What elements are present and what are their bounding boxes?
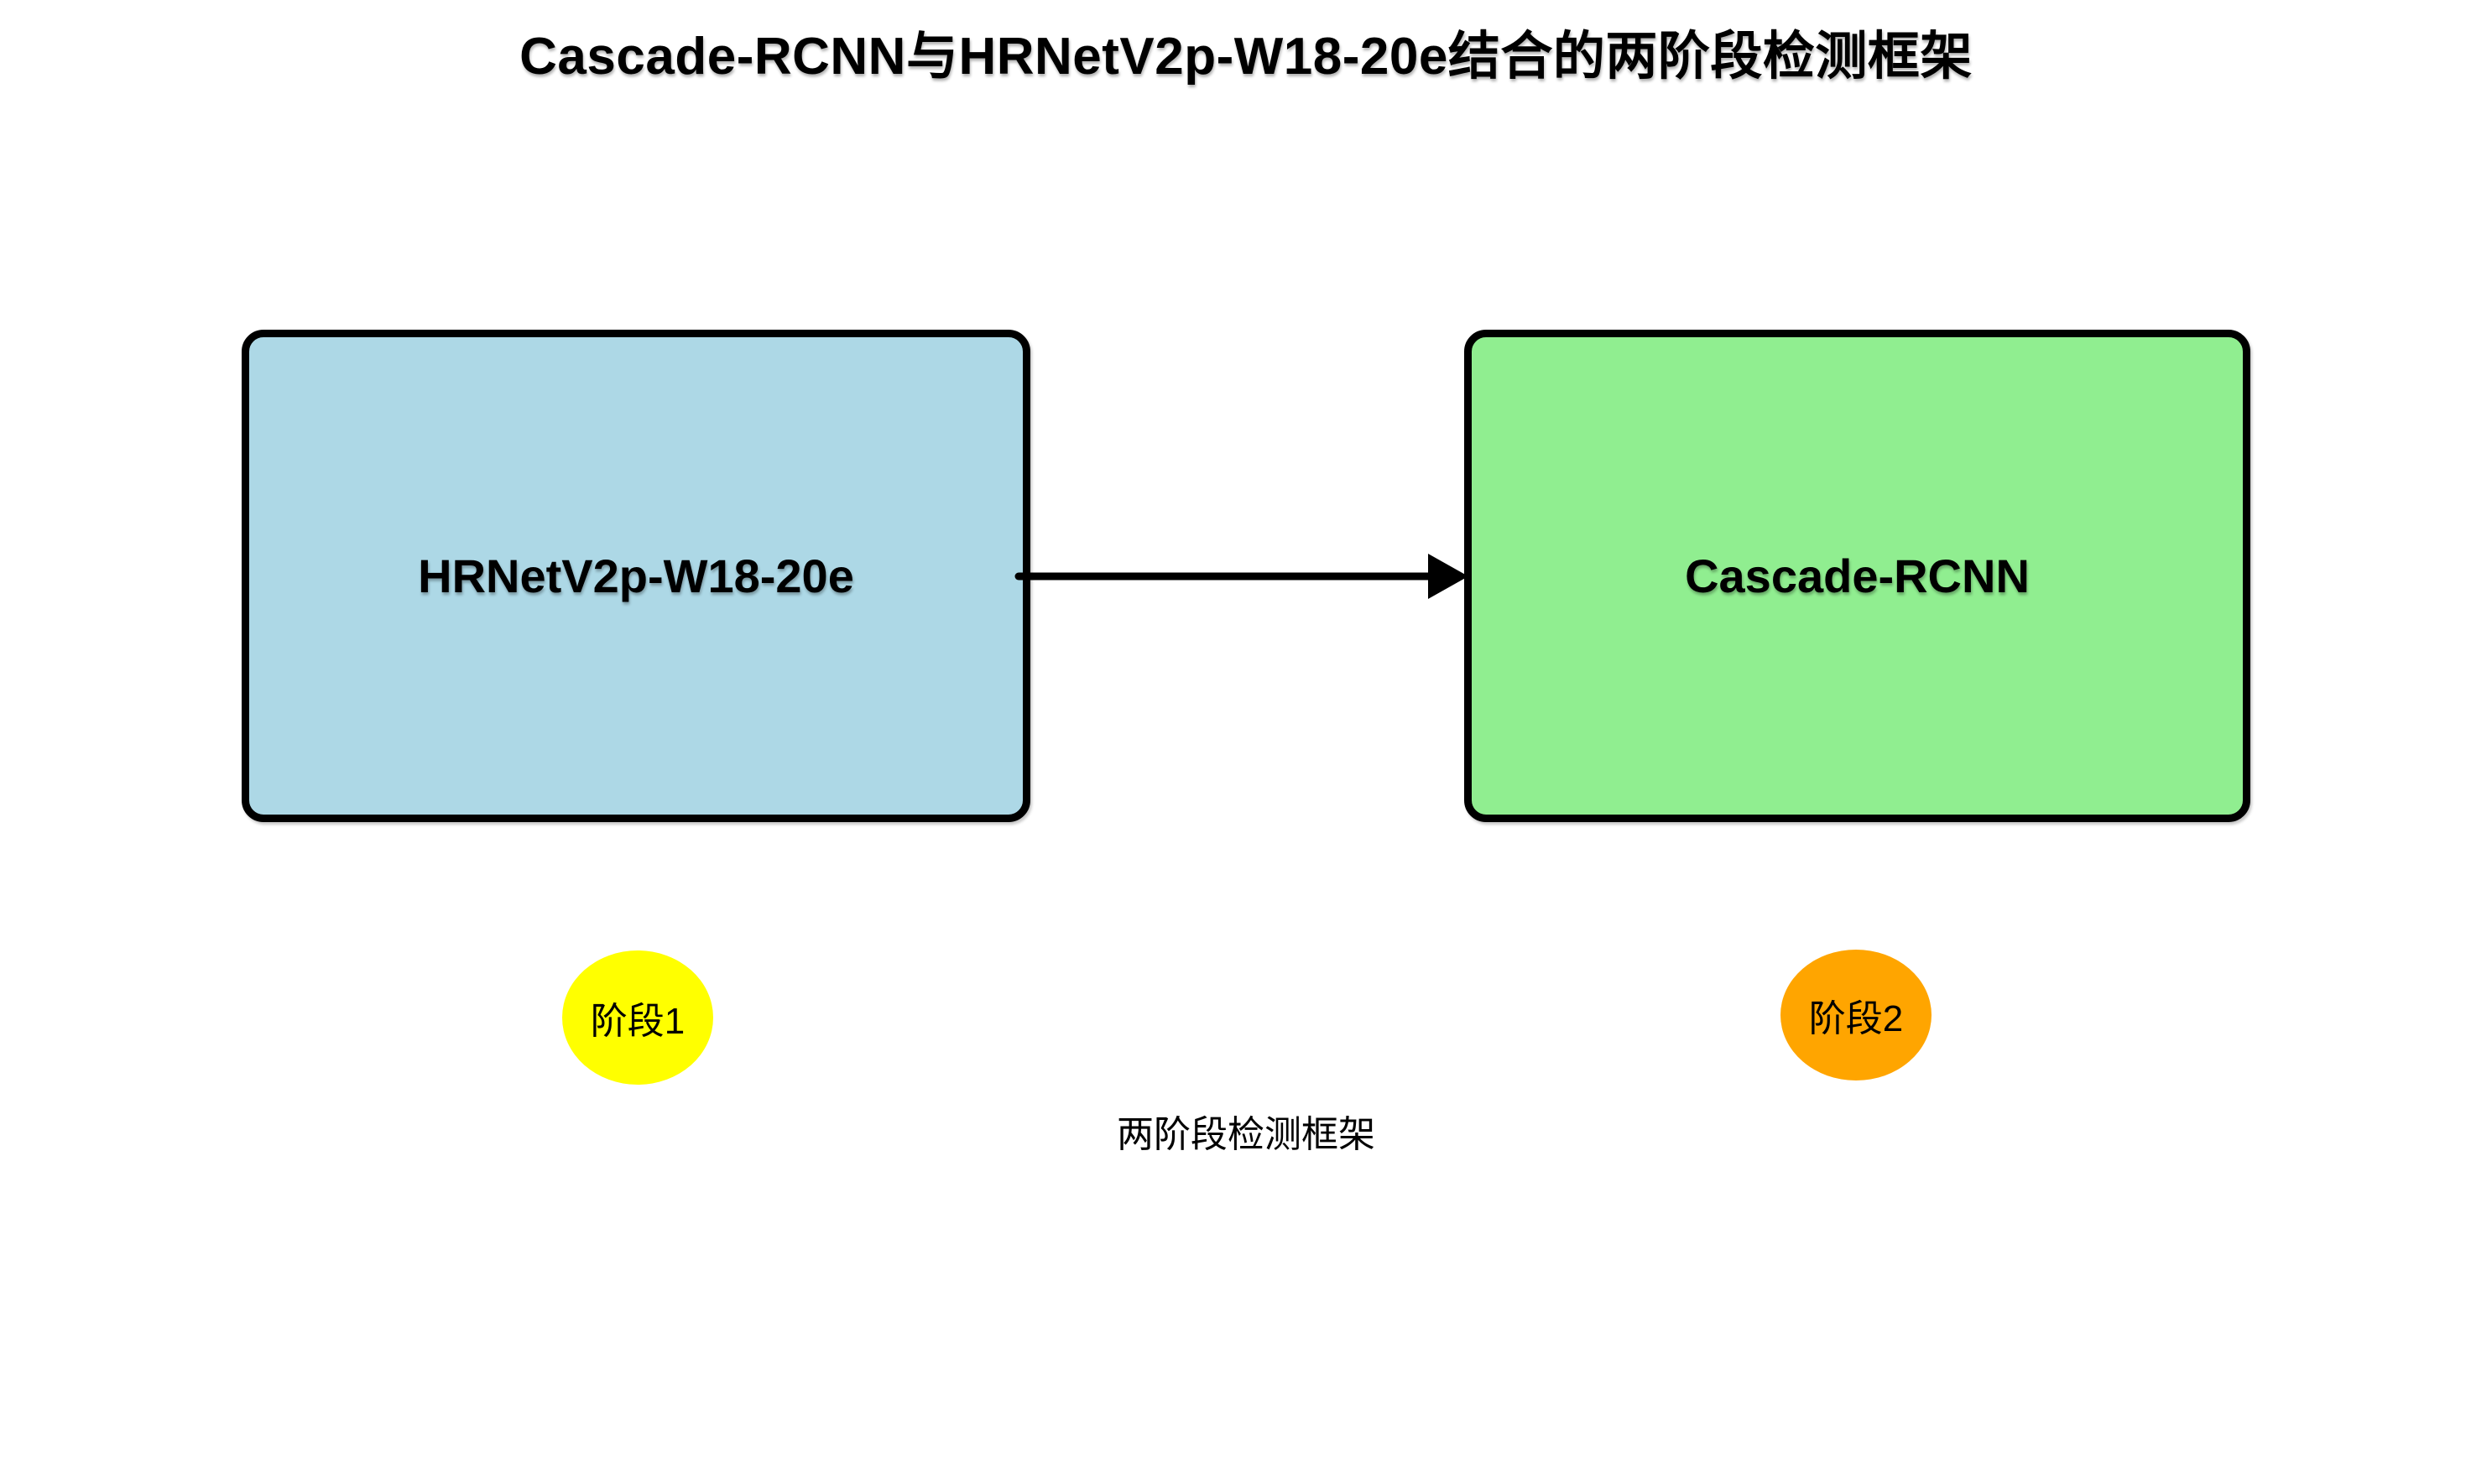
arrow-head-icon (1428, 554, 1468, 599)
node-cascade-rcnn: Cascade-RCNN (1464, 330, 2250, 822)
diagram-caption: 两阶段检测框架 (1117, 1114, 1375, 1155)
stage1-badge: 阶段1 (562, 950, 713, 1085)
stage2-badge: 阶段2 (1780, 950, 1932, 1080)
diagram-title: Cascade-RCNN与HRNetV2p-W18-20e结合的两阶段检测框架 (519, 28, 1973, 86)
node-label-hrnetv2p: HRNetV2p-W18-20e (418, 549, 854, 602)
node-label-cascade-rcnn: Cascade-RCNN (1685, 549, 2030, 602)
stage1-badge-label: 阶段1 (590, 1001, 686, 1042)
node-hrnetv2p-w18-20e: HRNetV2p-W18-20e (242, 330, 1030, 822)
stage2-badge-label: 阶段2 (1808, 998, 1904, 1039)
